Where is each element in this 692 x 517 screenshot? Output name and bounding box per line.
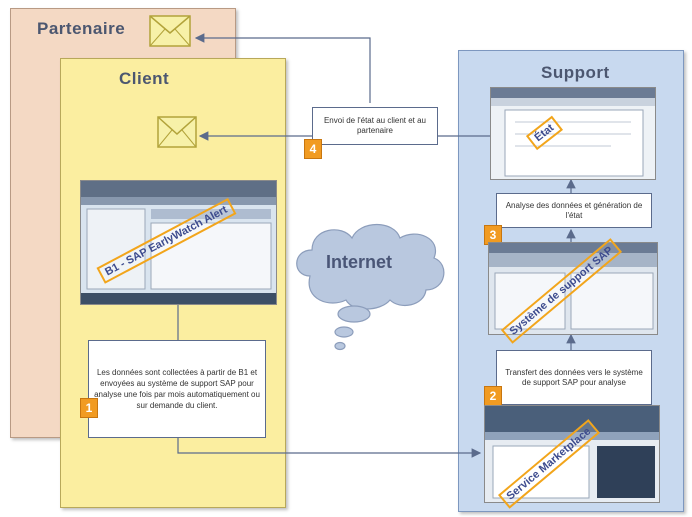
send-report-box: Envoi de l'état au client et au partenai… [312,107,438,145]
internet-cloud-icon: Internet [290,214,450,359]
analysis-box: Analyse des données et génération de l'é… [496,193,652,228]
transfer-box: Transfert des données vers le système de… [496,350,652,405]
report-screenshot [490,87,656,180]
partner-envelope-icon [149,15,191,52]
step-1-badge: 1 [80,398,98,418]
support-title: Support [541,63,610,82]
internet-label: Internet [326,252,393,272]
client-envelope-icon [157,116,197,153]
step-4-badge: 4 [304,139,322,159]
step-2-badge: 2 [484,386,502,406]
collection-box: Les données sont collectées à partir de … [88,340,266,438]
support-system-screenshot [488,242,658,335]
client-screenshot [80,180,277,305]
marketplace-screenshot [484,405,660,503]
client-title: Client [119,69,170,88]
partner-title: Partenaire [37,19,126,38]
